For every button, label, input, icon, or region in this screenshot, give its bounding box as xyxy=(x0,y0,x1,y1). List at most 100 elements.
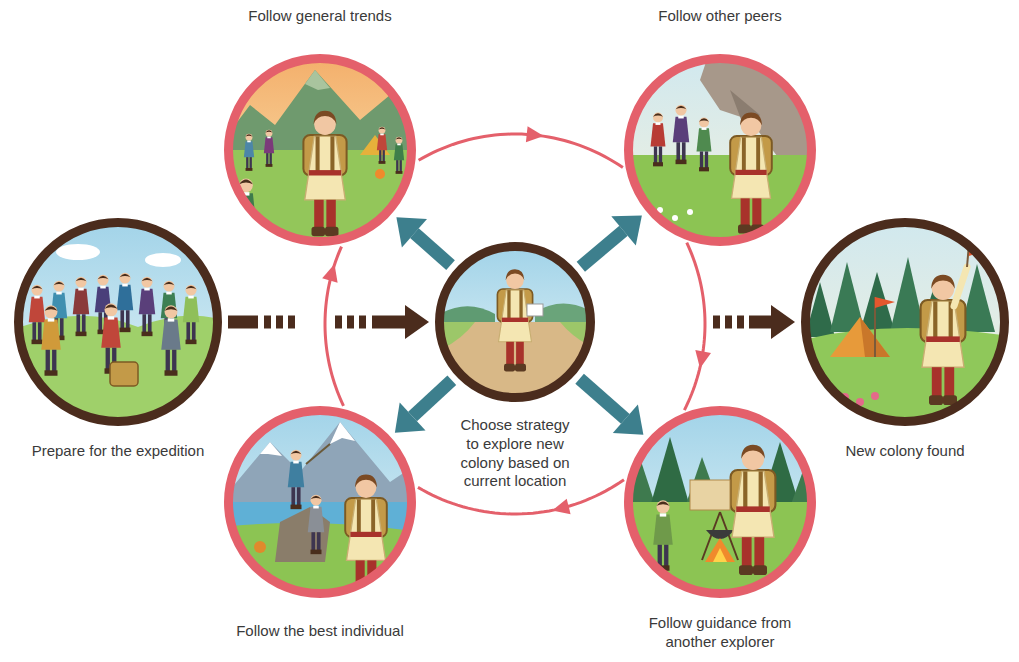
strategy-circle: Follow guidance from another explorer xyxy=(624,406,816,652)
flow-connector xyxy=(322,247,343,406)
illustration-detail xyxy=(653,500,673,570)
label-group: Follow general trends xyxy=(248,7,391,26)
flow-connector xyxy=(396,217,450,265)
arrow-head xyxy=(395,403,426,433)
illustration-detail xyxy=(377,127,387,164)
best-scene xyxy=(220,402,420,602)
prepare-scene xyxy=(8,212,228,432)
illustration-detail xyxy=(705,538,735,562)
label-group: Follow guidance from another explorer xyxy=(633,614,808,652)
illustration-detail xyxy=(264,130,274,167)
label-group: Follow other peers xyxy=(658,7,781,26)
illustration-detail xyxy=(220,402,420,602)
illustration-detail xyxy=(856,398,864,406)
illustration-detail xyxy=(345,475,387,596)
illustration-detail xyxy=(8,212,228,432)
illustration-detail xyxy=(56,244,100,260)
illustration-detail xyxy=(795,328,1015,432)
flow-connector xyxy=(684,243,711,410)
circle-outline xyxy=(224,54,416,246)
illustration-detail xyxy=(139,277,155,336)
illustration-detail xyxy=(830,317,890,357)
flow-connector xyxy=(601,305,795,339)
illustration-detail xyxy=(73,277,89,336)
arrow-head xyxy=(613,405,644,435)
illustration-detail xyxy=(161,305,181,375)
flow-connector xyxy=(580,379,644,435)
illustration-detail xyxy=(527,304,543,316)
node-label: Follow the best individual xyxy=(236,622,404,641)
illustration-detail xyxy=(236,178,257,252)
illustration-detail xyxy=(29,285,45,344)
strategy-arrow xyxy=(580,379,626,419)
illustration-detail xyxy=(875,297,895,308)
label-group: Follow the best individual xyxy=(236,622,404,641)
illustration-detail xyxy=(303,111,346,237)
illustration-detail xyxy=(651,112,666,166)
strategy-circle: Follow general trends xyxy=(224,7,416,246)
arrow-head xyxy=(396,217,427,247)
illustration-detail xyxy=(730,113,772,234)
node-label: Follow general trends xyxy=(248,7,391,26)
decision-circle: Choose strategy to explore new colony ba… xyxy=(435,242,595,491)
label-group: Prepare for the expedition xyxy=(32,442,205,461)
illustration-detail xyxy=(657,207,663,213)
circle-outline xyxy=(801,218,1009,426)
node-label: New colony found xyxy=(845,442,964,461)
illustration-detail xyxy=(497,269,532,371)
circle-outline xyxy=(14,218,222,426)
guidance-scene xyxy=(620,402,820,602)
illustration-detail xyxy=(871,392,879,400)
illustration-detail xyxy=(969,244,987,256)
illustration-detail xyxy=(8,212,228,432)
arrow-head xyxy=(322,264,337,283)
illustration-detail xyxy=(375,169,385,179)
label-group: New colony found xyxy=(845,442,964,461)
progress-arrow xyxy=(601,316,771,329)
illustration-detail xyxy=(183,285,199,344)
circle-outline xyxy=(435,242,595,402)
illustration-detail xyxy=(690,480,730,510)
illustration-detail xyxy=(145,253,181,267)
illustration-detail xyxy=(706,530,734,539)
illustration-detail xyxy=(954,267,967,306)
illustration-detail xyxy=(713,548,727,562)
arrow-head xyxy=(552,499,571,515)
choice-scene xyxy=(435,242,595,402)
strategy-circle: Follow the best individual xyxy=(224,406,416,641)
illustration-detail xyxy=(731,445,776,575)
illustration-detail xyxy=(620,502,820,602)
illustration-detail xyxy=(305,70,330,90)
illustration-detail xyxy=(330,422,355,444)
arrow-head xyxy=(405,305,429,339)
illustration-detail xyxy=(620,402,820,602)
illustration-detail xyxy=(260,442,282,456)
arrow-head xyxy=(695,350,711,368)
stage-circle: New colony found xyxy=(801,218,1009,461)
illustration-detail xyxy=(860,272,895,332)
illustration-detail xyxy=(288,450,304,509)
strategy-arrow xyxy=(413,380,452,416)
illustration-detail xyxy=(795,212,1015,432)
flow-connector xyxy=(395,380,452,432)
illustration-detail xyxy=(672,215,678,221)
label-group: Choose strategy to explore new colony ba… xyxy=(455,416,575,491)
circle-outline xyxy=(224,406,416,598)
strategy-arrow xyxy=(414,233,450,265)
illustration-detail xyxy=(306,444,330,464)
illustration-detail xyxy=(650,437,690,507)
strategy-arrow xyxy=(581,231,624,267)
illustration-detail xyxy=(687,209,693,215)
illustration-detail xyxy=(394,137,404,174)
strategy-circle: Follow other peers xyxy=(624,7,816,246)
illustration-detail xyxy=(435,242,595,402)
trends-scene xyxy=(220,50,420,253)
illustration-detail xyxy=(620,402,820,602)
illustration-detail xyxy=(673,105,689,164)
arrow-head xyxy=(526,126,544,142)
flow-connector xyxy=(581,215,642,266)
cycle-arc xyxy=(419,134,623,168)
